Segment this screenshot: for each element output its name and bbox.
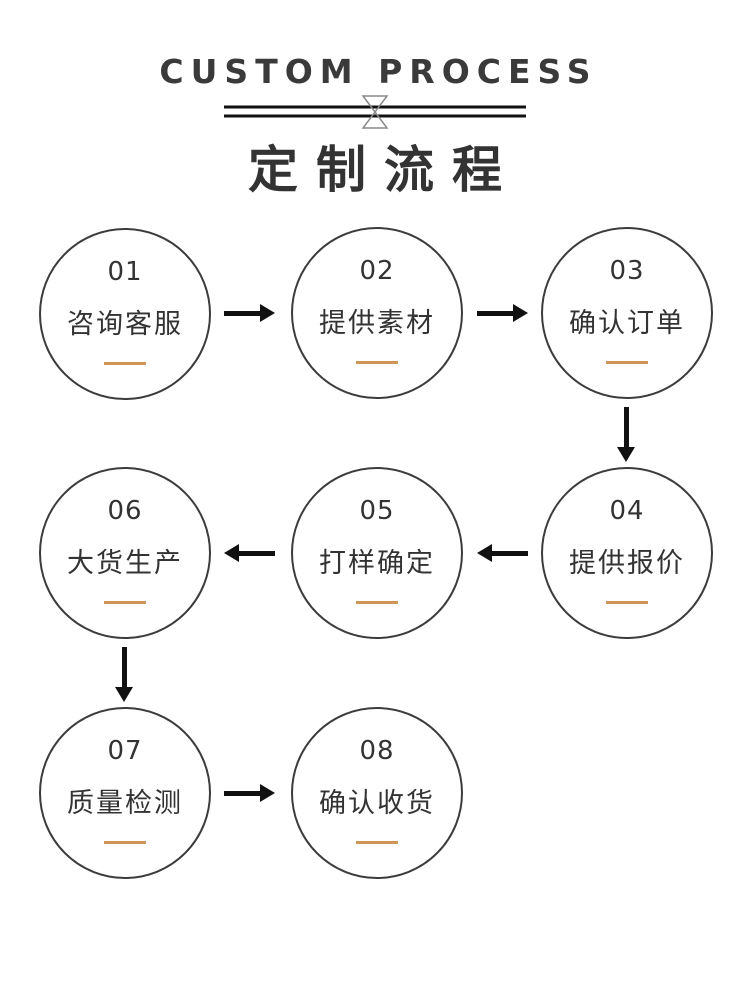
arrow-down-icon-step6-to-step7 <box>115 647 133 702</box>
arrow-right-icon-step2-to-step3 <box>477 304 528 322</box>
arrow-right-icon-step1-to-step2 <box>224 304 275 322</box>
step-circle-05: 05 打样确定 <box>291 467 463 639</box>
step-number: 03 <box>609 256 645 286</box>
accent-underline <box>356 361 398 364</box>
page-title: CUSTOM PROCESS <box>159 52 598 91</box>
arrow-left-icon-step4-to-step5 <box>477 544 528 562</box>
accent-underline <box>104 601 146 604</box>
accent-underline <box>356 841 398 844</box>
step-circle-03: 03 确认订单 <box>541 227 713 399</box>
step-label: 咨询客服 <box>67 309 183 340</box>
step-label: 打样确定 <box>319 548 435 579</box>
step-circle-04: 04 提供报价 <box>541 467 713 639</box>
step-number: 06 <box>107 496 143 526</box>
step-number: 05 <box>359 496 395 526</box>
accent-underline <box>104 841 146 844</box>
step-number: 08 <box>359 736 395 766</box>
step-number: 07 <box>107 736 143 766</box>
step-label: 质量检测 <box>67 788 183 819</box>
step-circle-01: 01 咨询客服 <box>39 228 211 400</box>
step-label: 确认收货 <box>319 788 435 819</box>
step-circle-06: 06 大货生产 <box>39 467 211 639</box>
hourglass-divider-icon <box>224 95 526 129</box>
arrow-right-icon-step7-to-step8 <box>224 784 275 802</box>
accent-underline <box>356 601 398 604</box>
step-label: 提供报价 <box>569 548 685 579</box>
step-circle-02: 02 提供素材 <box>291 227 463 399</box>
step-circle-07: 07 质量检测 <box>39 707 211 879</box>
arrow-left-icon-step5-to-step6 <box>224 544 275 562</box>
step-number: 04 <box>609 496 645 526</box>
page-subtitle: 定制流程 <box>248 141 520 199</box>
step-label: 提供素材 <box>319 308 435 339</box>
accent-underline <box>606 601 648 604</box>
step-label: 大货生产 <box>67 548 183 579</box>
step-number: 01 <box>107 257 143 287</box>
step-label: 确认订单 <box>569 308 685 339</box>
arrow-down-icon-step3-to-step4 <box>617 407 635 462</box>
step-number: 02 <box>359 256 395 286</box>
step-circle-08: 08 确认收货 <box>291 707 463 879</box>
accent-underline <box>104 362 146 365</box>
accent-underline <box>606 361 648 364</box>
